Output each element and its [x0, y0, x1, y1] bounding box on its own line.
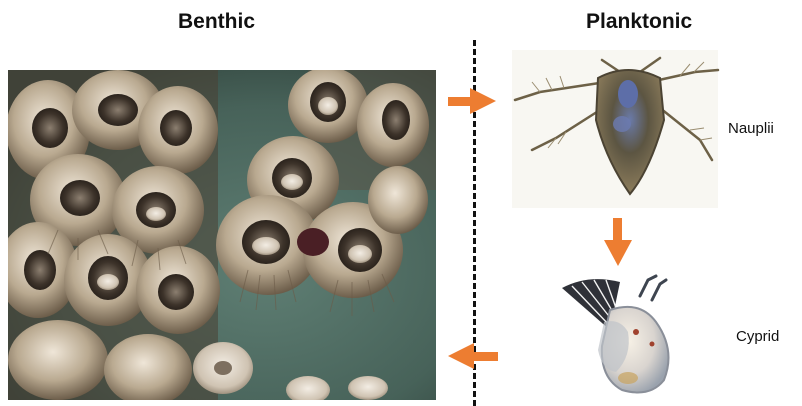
- cyprid-label: Cyprid: [736, 328, 779, 345]
- nauplii-label: Nauplii: [728, 120, 774, 137]
- arrow-to-benthos: [448, 343, 498, 369]
- arrow-to-plankton: [448, 88, 496, 114]
- arrow-nauplii-to-cyprid: [604, 218, 632, 266]
- nauplius-larva: [512, 50, 718, 208]
- cyprid-larva: [562, 276, 669, 392]
